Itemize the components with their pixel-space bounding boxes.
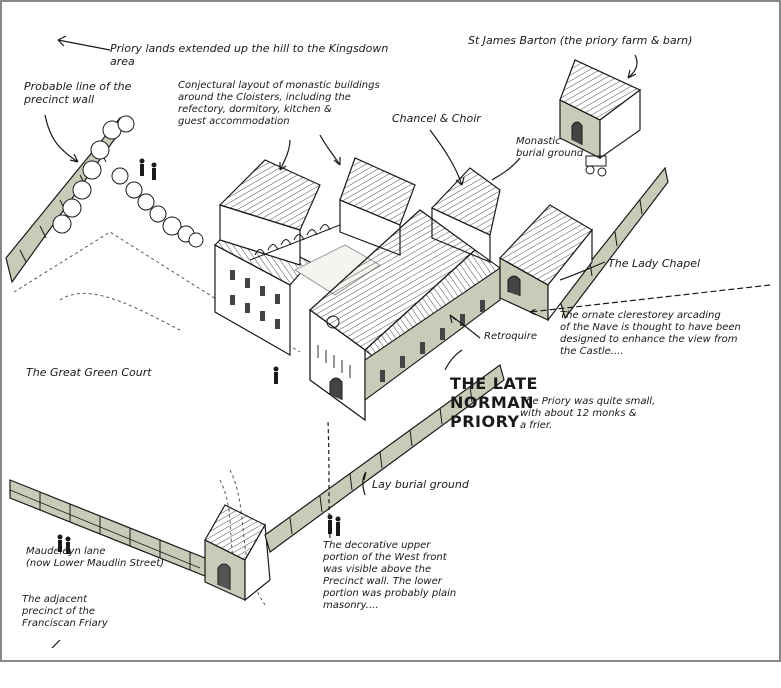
label-chancel-choir: Chancel & Choir bbox=[392, 112, 481, 125]
figures bbox=[57, 158, 341, 554]
north-range-roof bbox=[218, 159, 321, 231]
label-precinct-wall-line: Probable line of the precinct wall bbox=[24, 80, 132, 106]
rose-window bbox=[326, 315, 340, 329]
gatehouse-arch bbox=[217, 563, 231, 590]
south-aisle-wall bbox=[364, 266, 501, 402]
west-front bbox=[309, 308, 366, 422]
south-precinct-wall bbox=[264, 364, 505, 553]
label-late-norman-priory: THE LATE NORMAN PRIORY bbox=[450, 374, 538, 431]
label-retroquire: Retroquire bbox=[484, 331, 537, 342]
lady-chapel-window bbox=[507, 275, 521, 296]
label-great-green-court: The Great Green Court bbox=[26, 366, 152, 379]
label-lay-burial: Lay burial ground bbox=[372, 478, 469, 491]
cloister-arcade bbox=[249, 224, 341, 261]
trees bbox=[52, 115, 204, 248]
gatehouse-side bbox=[244, 523, 271, 602]
label-lady-chapel: The Lady Chapel bbox=[608, 257, 701, 270]
label-priory-small: The Priory was quite small, with about 1… bbox=[520, 396, 656, 431]
barn-side bbox=[599, 88, 641, 160]
label-priory-lands: Priory lands extended up the hill to the… bbox=[110, 42, 389, 68]
east-range-roof bbox=[339, 157, 416, 226]
label-st-james-barton: St James Barton (the priory farm & barn) bbox=[468, 34, 693, 47]
west-range-windows bbox=[230, 270, 280, 329]
lady-chapel-side bbox=[547, 228, 593, 322]
label-monastic-burial: Monastic burial ground bbox=[516, 136, 584, 159]
lane-wall-buttresses bbox=[39, 492, 191, 570]
barn-door bbox=[571, 121, 583, 145]
nave-windows bbox=[380, 300, 485, 382]
annotation-arrows bbox=[44, 35, 771, 649]
cart bbox=[585, 155, 607, 177]
lane-railing bbox=[9, 489, 201, 569]
label-conjectural-layout: Conjectural layout of monastic buildings… bbox=[178, 80, 380, 127]
west-front-arcading bbox=[317, 345, 351, 378]
south-wall-buttresses bbox=[289, 385, 473, 535]
label-franciscan: The adjacent precinct of the Franciscan … bbox=[22, 594, 108, 629]
west-door bbox=[329, 377, 343, 400]
label-clerestorey: The ornate clerestorey arcading of the N… bbox=[560, 310, 741, 357]
frame-border bbox=[0, 0, 781, 662]
label-west-front: The decorative upper portion of the West… bbox=[323, 540, 457, 611]
label-maudeleyn-lane: Maudeleyn lane (now Lower Maudlin Street… bbox=[26, 546, 165, 569]
